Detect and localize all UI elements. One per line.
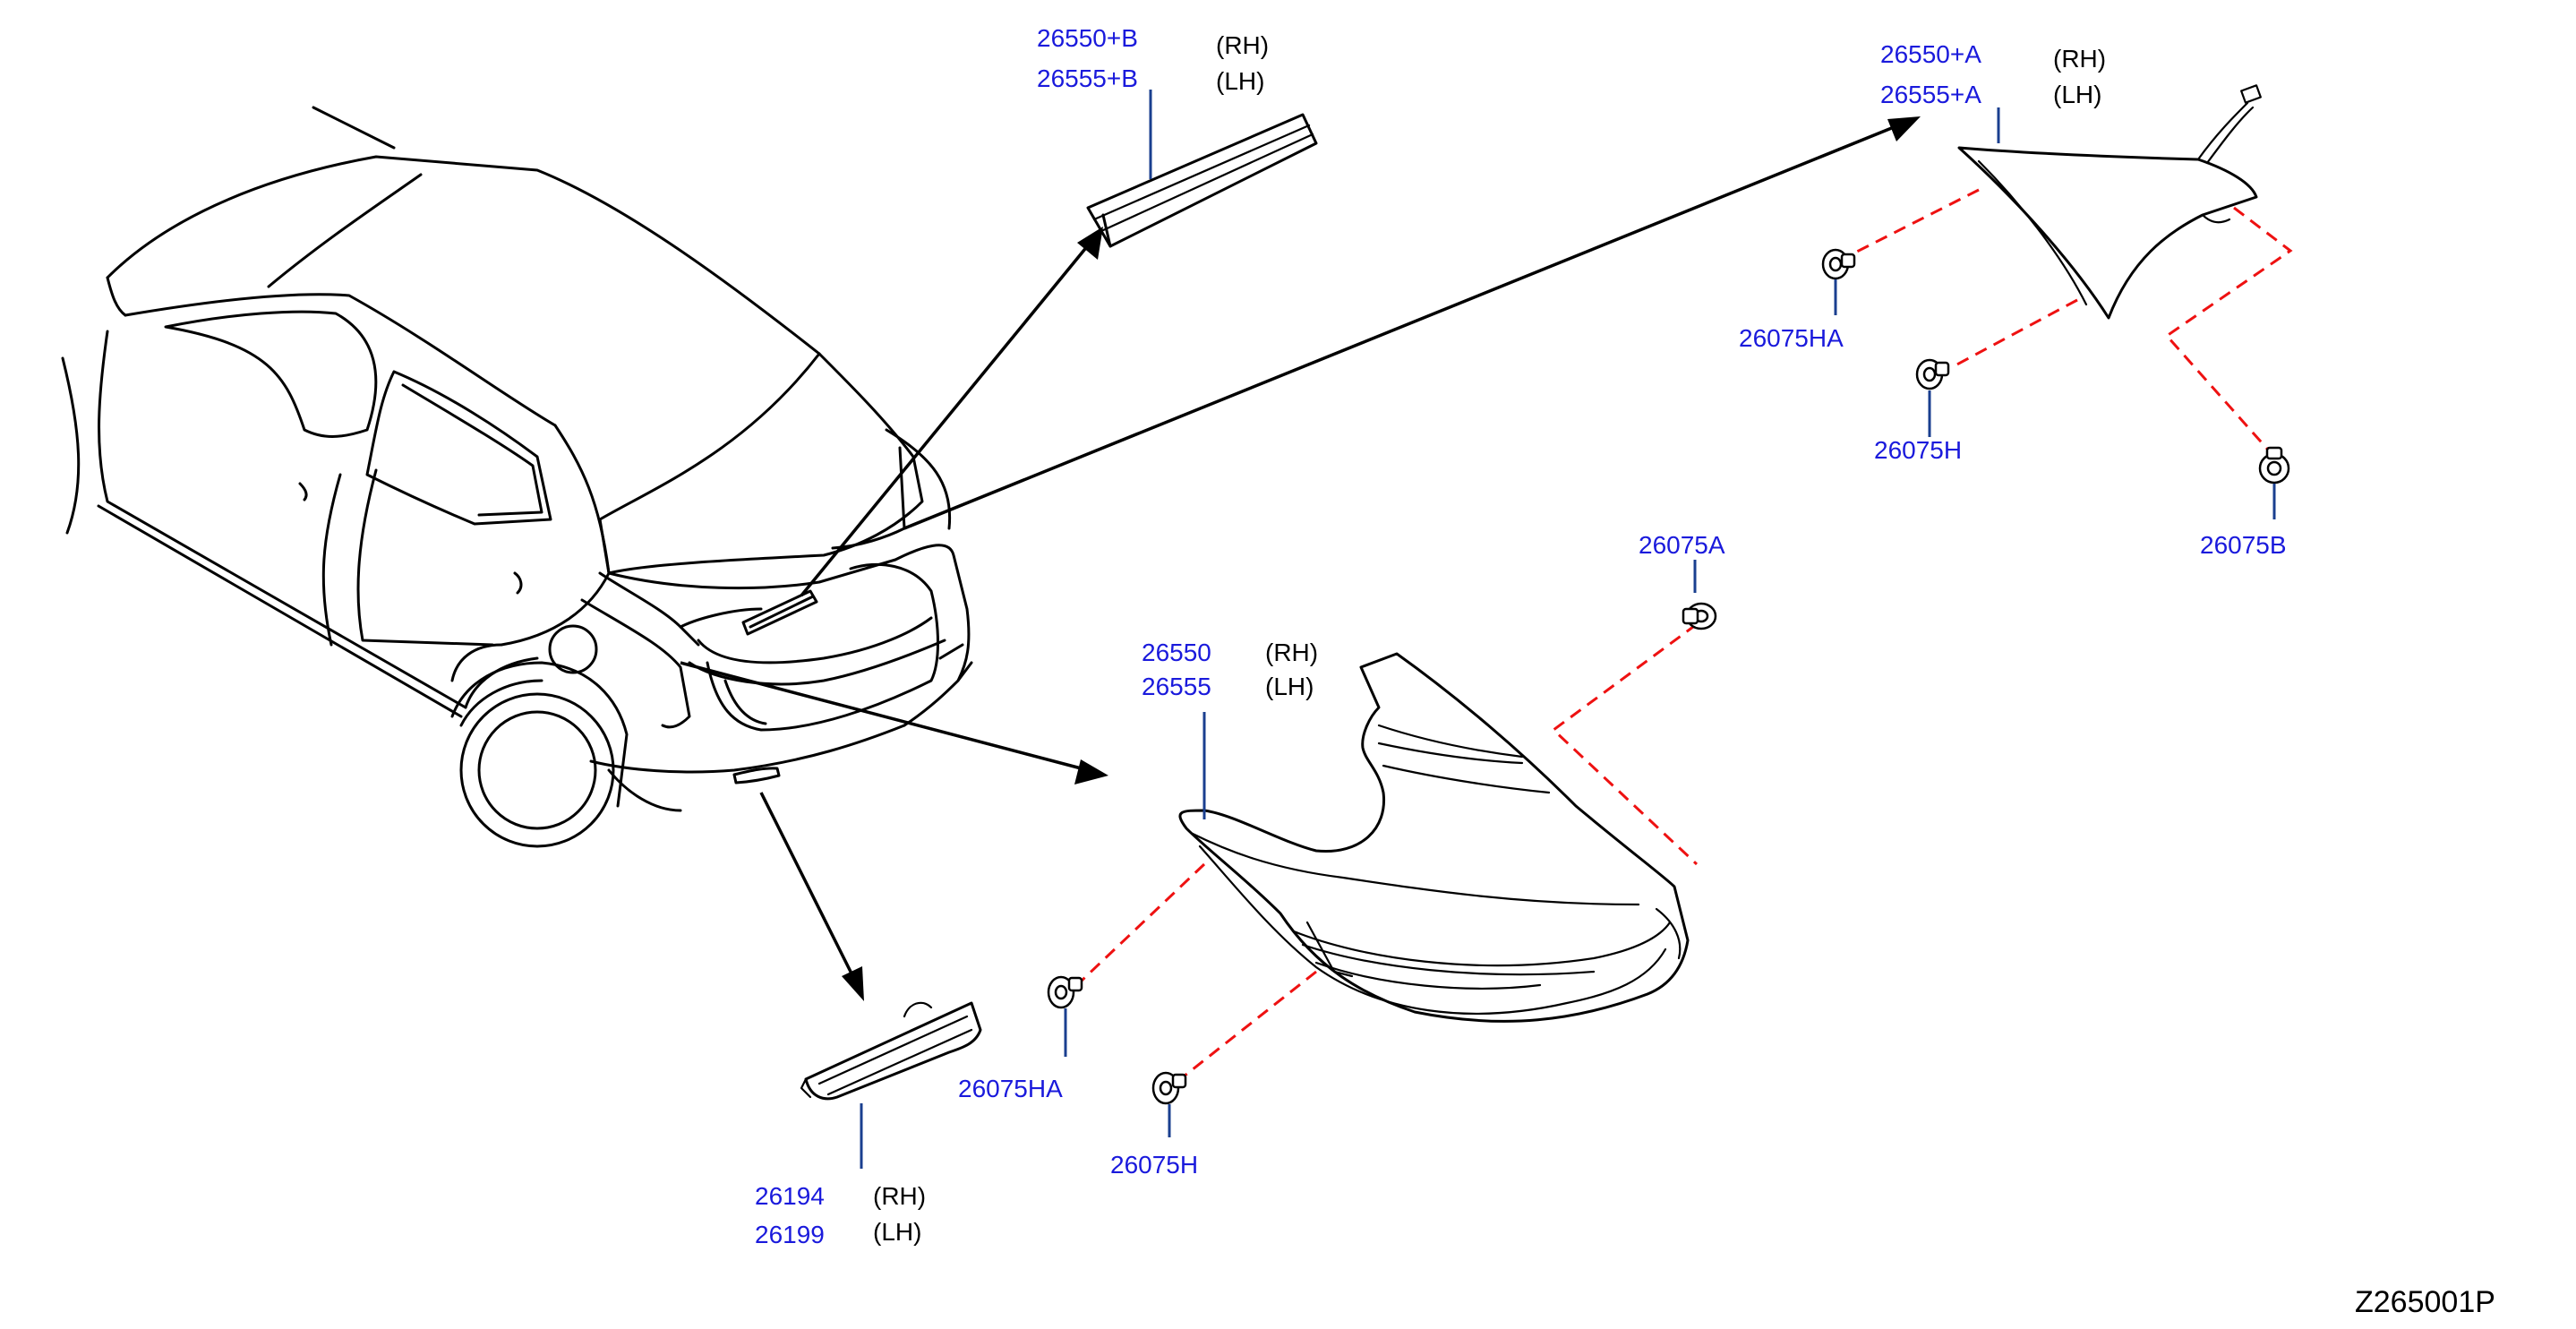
side-rh: (RH): [1216, 31, 1269, 59]
diagram-code: Z265001P: [2355, 1285, 2495, 1319]
part-number-26555a: 26555+A: [1880, 81, 1981, 108]
rear-garnish-part: [1086, 90, 1318, 248]
part-number-26555b: 26555+B: [1037, 64, 1138, 92]
vehicle-illustration: [61, 106, 973, 848]
clip-26075ha-upper: [1821, 248, 1856, 315]
part-number-26199: 26199: [755, 1221, 825, 1248]
part-number-26194: 26194: [755, 1182, 825, 1210]
clip-26075ha-main: [1047, 975, 1083, 1057]
clip-26075h-upper: [1915, 358, 1950, 437]
main-clips: [1047, 560, 1717, 1137]
clip-label-26075ha-upper: 26075HA: [1739, 324, 1844, 352]
pointer-arrows: [680, 116, 1921, 1001]
upper-clips: [1821, 188, 2293, 519]
clip-26075a-main: [1682, 560, 1717, 630]
part-number-26555: 26555: [1142, 673, 1211, 700]
side-lh: (LH): [2053, 81, 2101, 108]
reflector-part: [800, 1001, 982, 1169]
side-rh: (RH): [2053, 45, 2106, 73]
upper-lamp-part: [1957, 84, 2262, 320]
clip-label-26075ha-main: 26075HA: [958, 1075, 1063, 1102]
part-number-26550a: 26550+A: [1880, 40, 1981, 68]
combination-lamp-part: [1178, 652, 1690, 1023]
part-number-26550: 26550: [1142, 639, 1211, 666]
side-lh: (LH): [1265, 673, 1314, 700]
clip-label-26075h-upper: 26075H: [1874, 436, 1962, 464]
side-lh: (LH): [873, 1218, 921, 1246]
part-labels: 26550+B 26555+B (RH) (LH) 26550+A 26555+…: [755, 24, 2495, 1319]
clip-label-26075h-main: 26075H: [1110, 1151, 1198, 1179]
clip-label-26075a-main: 26075A: [1639, 531, 1725, 559]
clip-label-26075b-upper: 26075B: [2200, 531, 2287, 559]
clip-26075h-main: [1151, 1071, 1187, 1137]
side-rh: (RH): [873, 1182, 926, 1210]
part-number-26550b: 26550+B: [1037, 24, 1138, 52]
side-lh: (LH): [1216, 67, 1264, 95]
side-rh: (RH): [1265, 639, 1318, 666]
clip-26075b-upper: [2258, 446, 2290, 519]
